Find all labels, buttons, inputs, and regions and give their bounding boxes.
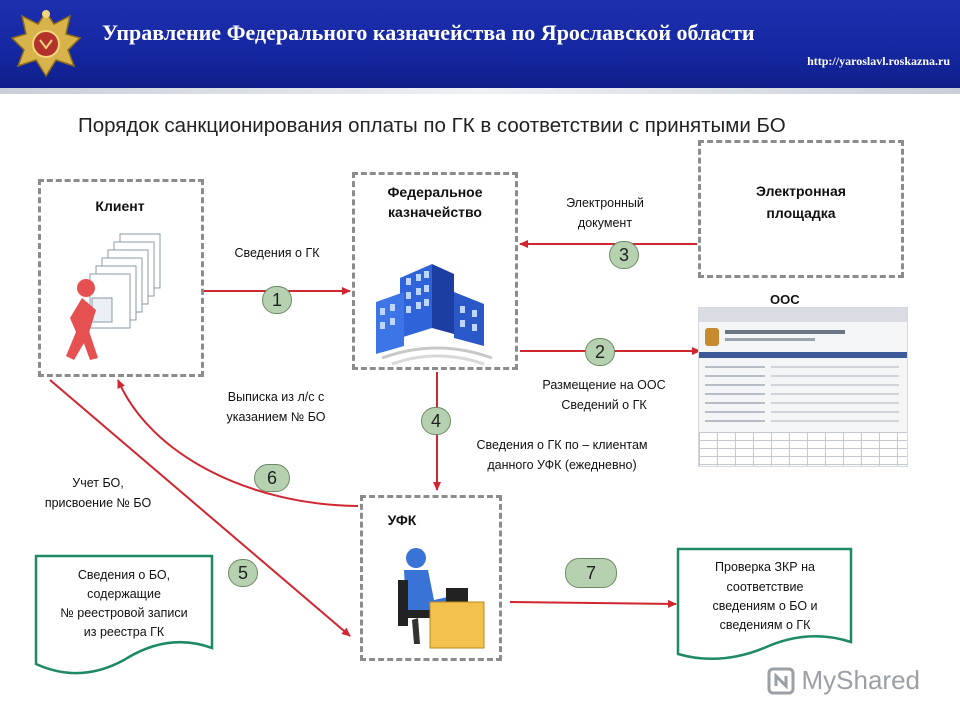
step-badge-6: 6 xyxy=(254,464,290,492)
note-left-line3: № реестровой записи xyxy=(60,606,188,620)
treasury-label-line2: казначейство xyxy=(388,204,482,220)
header-title: Управление Федерального казначейства по … xyxy=(102,20,755,45)
label-extract-line1: Выписка из л/с с xyxy=(227,390,325,404)
label-gk-info: Сведения о ГК xyxy=(234,246,320,260)
note-right-line1: Проверка ЗКР на xyxy=(715,560,815,574)
label-bo-line1: Учет БО, xyxy=(72,476,124,490)
client-label: Клиент xyxy=(95,198,145,214)
myshared-logo-icon xyxy=(767,667,794,694)
treasury-emblem-icon xyxy=(10,10,82,78)
step-badge-1: 1 xyxy=(262,286,292,314)
client-documents-icon xyxy=(66,233,161,360)
label-edoc-line1: Электронный xyxy=(566,196,644,210)
label-bo-line2: присвоение № БО xyxy=(44,496,152,510)
header-banner xyxy=(0,0,960,88)
note-right-line2: соответствие xyxy=(726,580,804,594)
page-title: Порядок санкционирования оплаты по ГК в … xyxy=(78,114,786,137)
arrow-5 xyxy=(49,379,351,637)
platform-label-line1: Электронная xyxy=(756,183,846,199)
header-stripe xyxy=(0,88,960,94)
note-right-line3: сведениям о БО и xyxy=(712,599,818,613)
step-badge-3: 3 xyxy=(609,241,639,269)
step-badge-2: 2 xyxy=(585,338,615,366)
arrow-6 xyxy=(117,379,359,507)
note-left-line2: содержащие xyxy=(87,587,161,601)
platform-label-line2: площадка xyxy=(766,205,836,221)
note-left-line1: Сведения о БО, xyxy=(77,568,171,582)
ufk-label: УФК xyxy=(387,512,417,528)
ooc-label: ООС xyxy=(770,292,800,307)
step-badge-5: 5 xyxy=(228,559,258,587)
arrow-7 xyxy=(509,599,677,608)
platform-box xyxy=(698,140,904,278)
note-left-line4: из реестра ГК xyxy=(83,625,165,639)
note-right-line4: сведениям о ГК xyxy=(719,618,811,632)
header-url[interactable]: http://yaroslavl.roskazna.ru xyxy=(807,54,950,68)
step-badge-4: 4 xyxy=(421,407,451,435)
watermark: MyShared xyxy=(766,665,921,696)
ooc-screenshot xyxy=(698,307,908,467)
label-daily-line2: данного УФК (ежедневно) xyxy=(487,458,637,472)
step-badge-7: 7 xyxy=(565,558,617,588)
watermark-text: MyShared xyxy=(801,665,921,695)
ufk-worker-icon xyxy=(398,548,485,649)
treasury-label-line1: Федеральное xyxy=(387,184,483,200)
building-icon xyxy=(376,264,493,366)
label-edoc-line2: документ xyxy=(577,216,633,230)
label-extract-line2: указанием № БО xyxy=(226,410,326,424)
label-ooc-place-line2: Сведений о ГК xyxy=(561,398,647,412)
label-ooc-place-line1: Размещение на ООС xyxy=(542,378,666,392)
label-daily-line1: Сведения о ГК по – клиентам xyxy=(476,438,648,452)
